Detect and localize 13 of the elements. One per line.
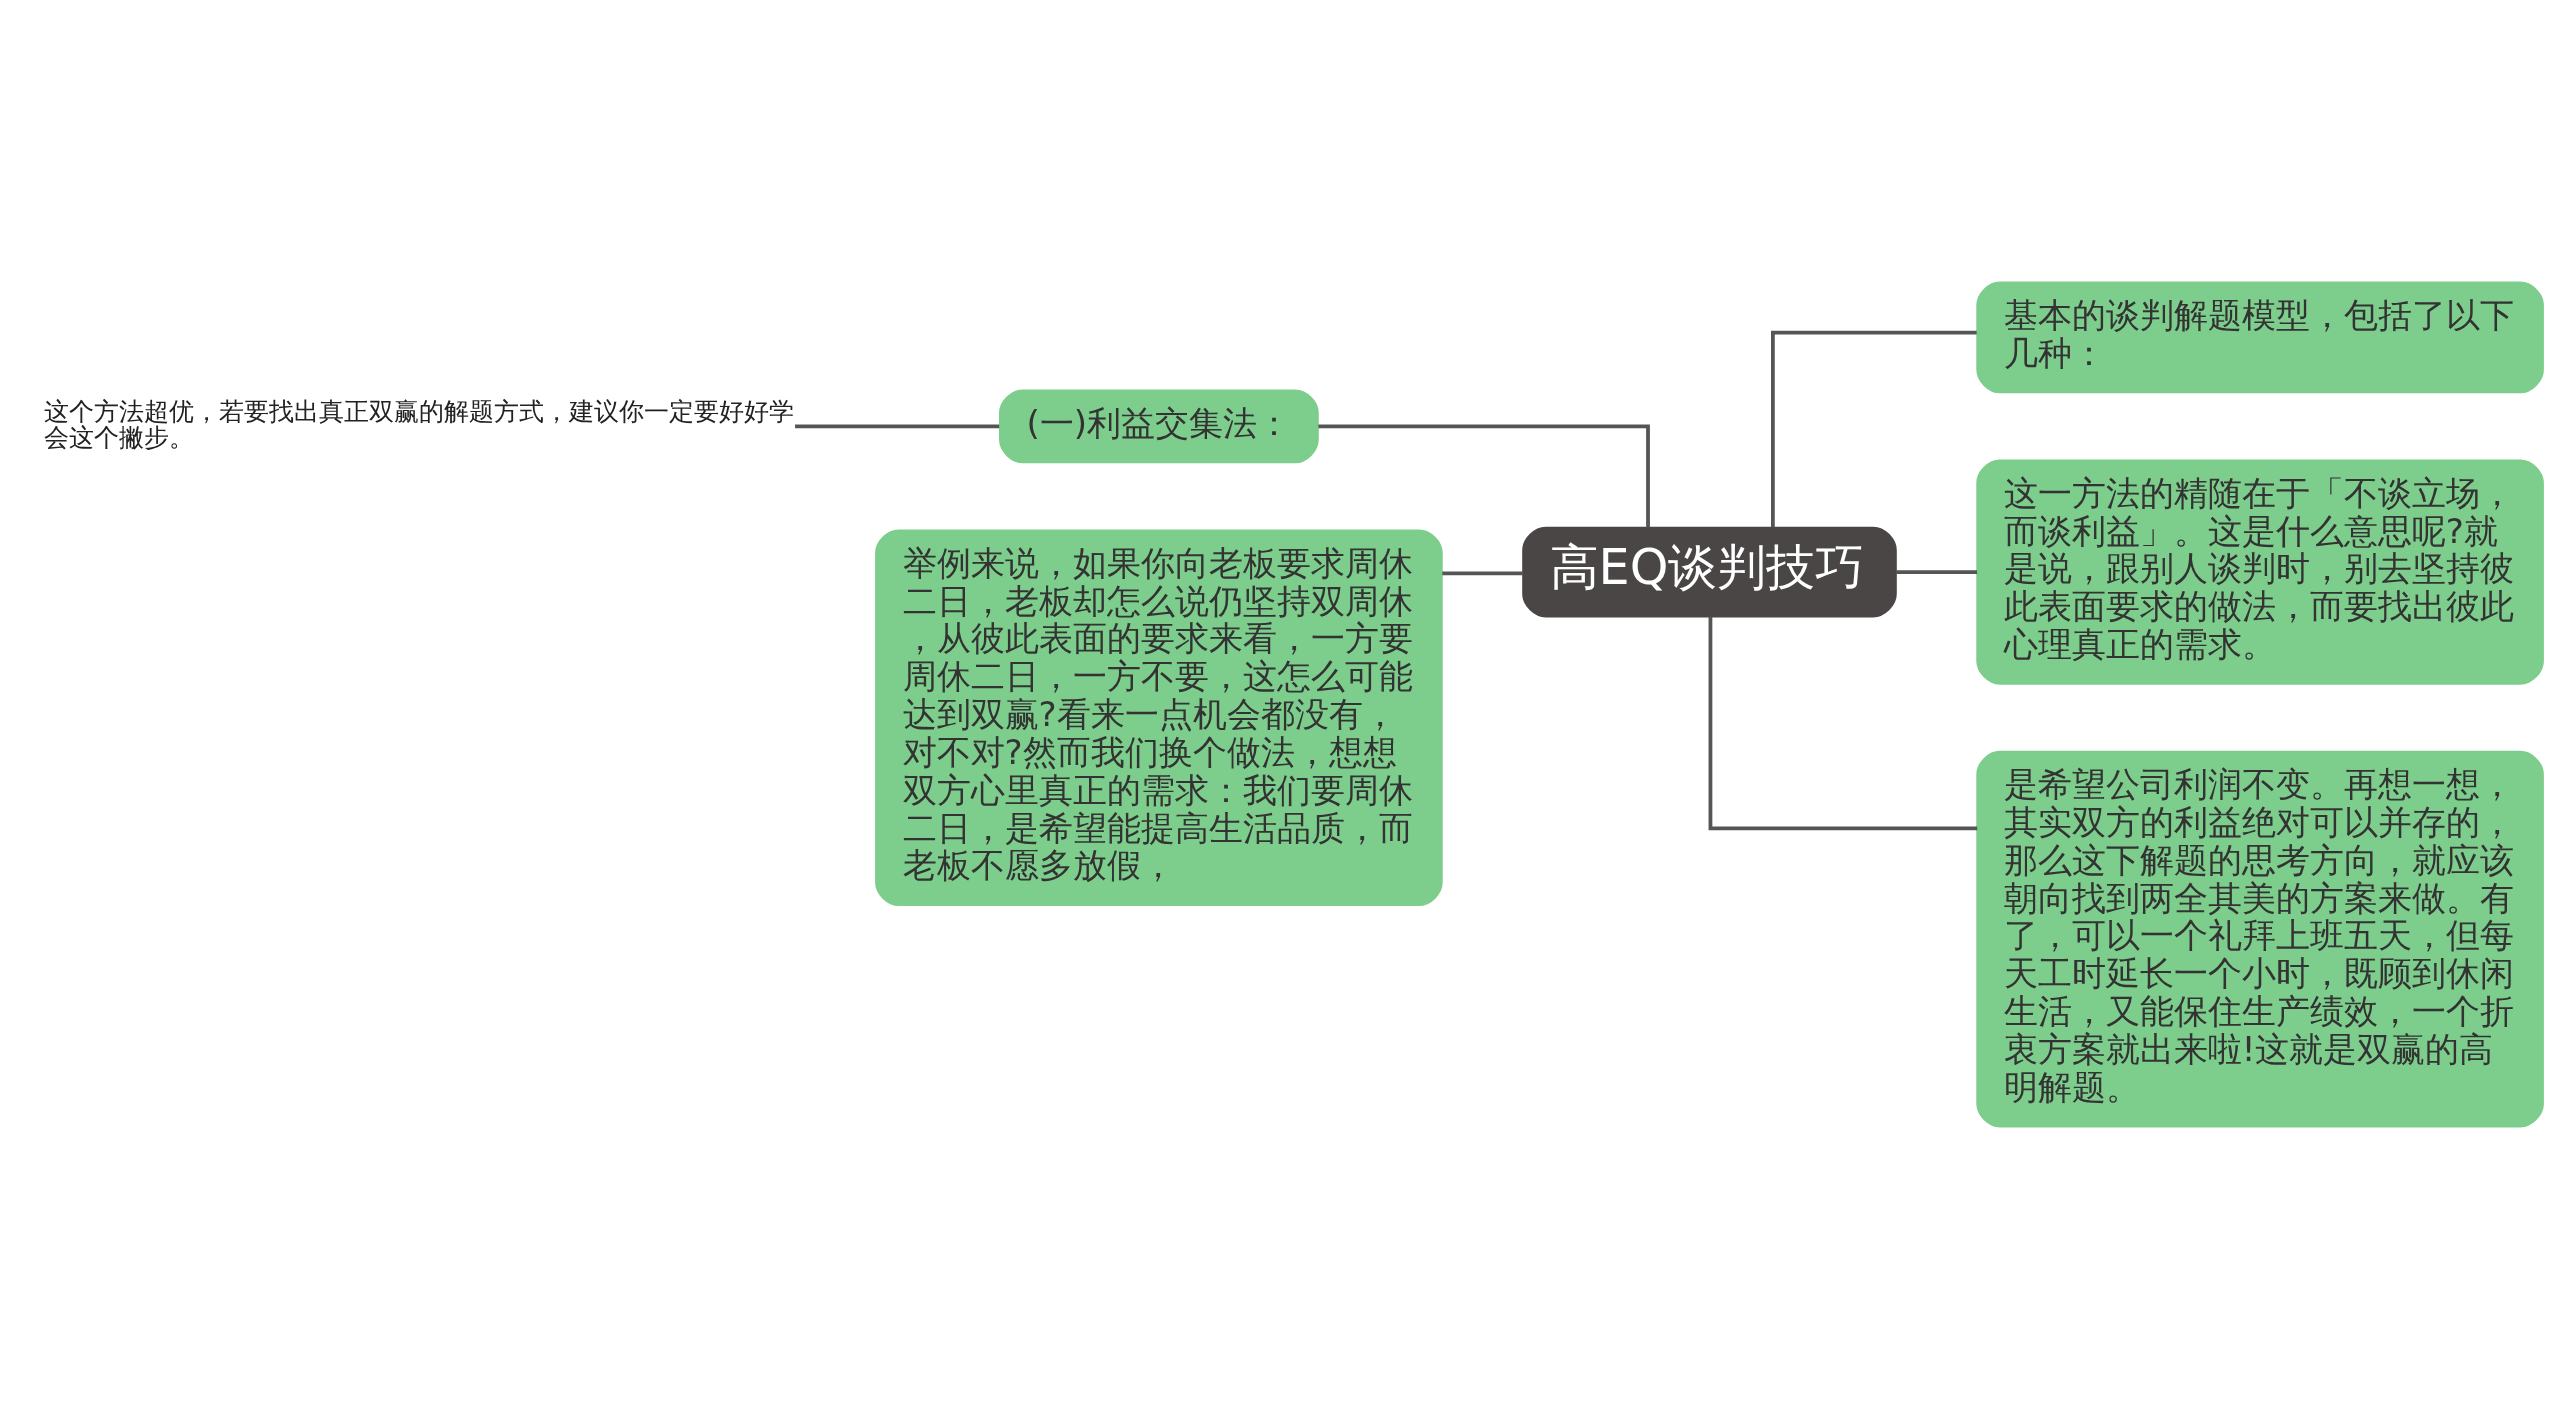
- connector: [1771, 330, 1977, 528]
- connector: [1708, 616, 1978, 831]
- node-box: 高EQ谈判技巧: [1522, 526, 1897, 618]
- node-box: 这一方法的精随在于「不谈立场，而谈利益」。这是什么意思呢?就是说，跟别人谈判时，别去坚持彼此表面要求的做法，而要找出彼此心理真正的需求。: [1976, 459, 2544, 685]
- node-box: 举例来说，如果你向老板要求周休二日，老板却怎么说仍坚持双周休，从彼此表面的要求来看，一方要周休二日，一方不要，这怎么可能达到双赢?看来一点机会都没有，对不对?然而我们换个做法，想想双方心里真正的需求：我们要周休二日，是希望能提高生活品质，而老板不愿多放假，: [875, 529, 1443, 906]
- node-text: 这个方法超优，若要找出真正双赢的解题方式，建议你一定要好好学会这个撇步。: [43, 396, 794, 453]
- connector: [795, 424, 1000, 429]
- node-box: 基本的谈判解题模型，包括了以下几种：: [1976, 281, 2544, 394]
- connector: [1318, 424, 1650, 528]
- connector: [1442, 571, 1524, 576]
- connector: [1895, 570, 1978, 574]
- node-box: 是希望公司利润不变。再想一想，其实双方的利益绝对可以并存的，那么这下解题的思考方向，就应该朝向找到两全其美的方案来做。有了，可以一个礼拜上班五天，但每天工时延长一个小时，既顾到休闲生活，又能保住生产绩效，一个折衷方案就出来啦!这就是双赢的高明解题。: [1976, 750, 2544, 1128]
- node-box: (一)利益交集法：: [999, 389, 1319, 464]
